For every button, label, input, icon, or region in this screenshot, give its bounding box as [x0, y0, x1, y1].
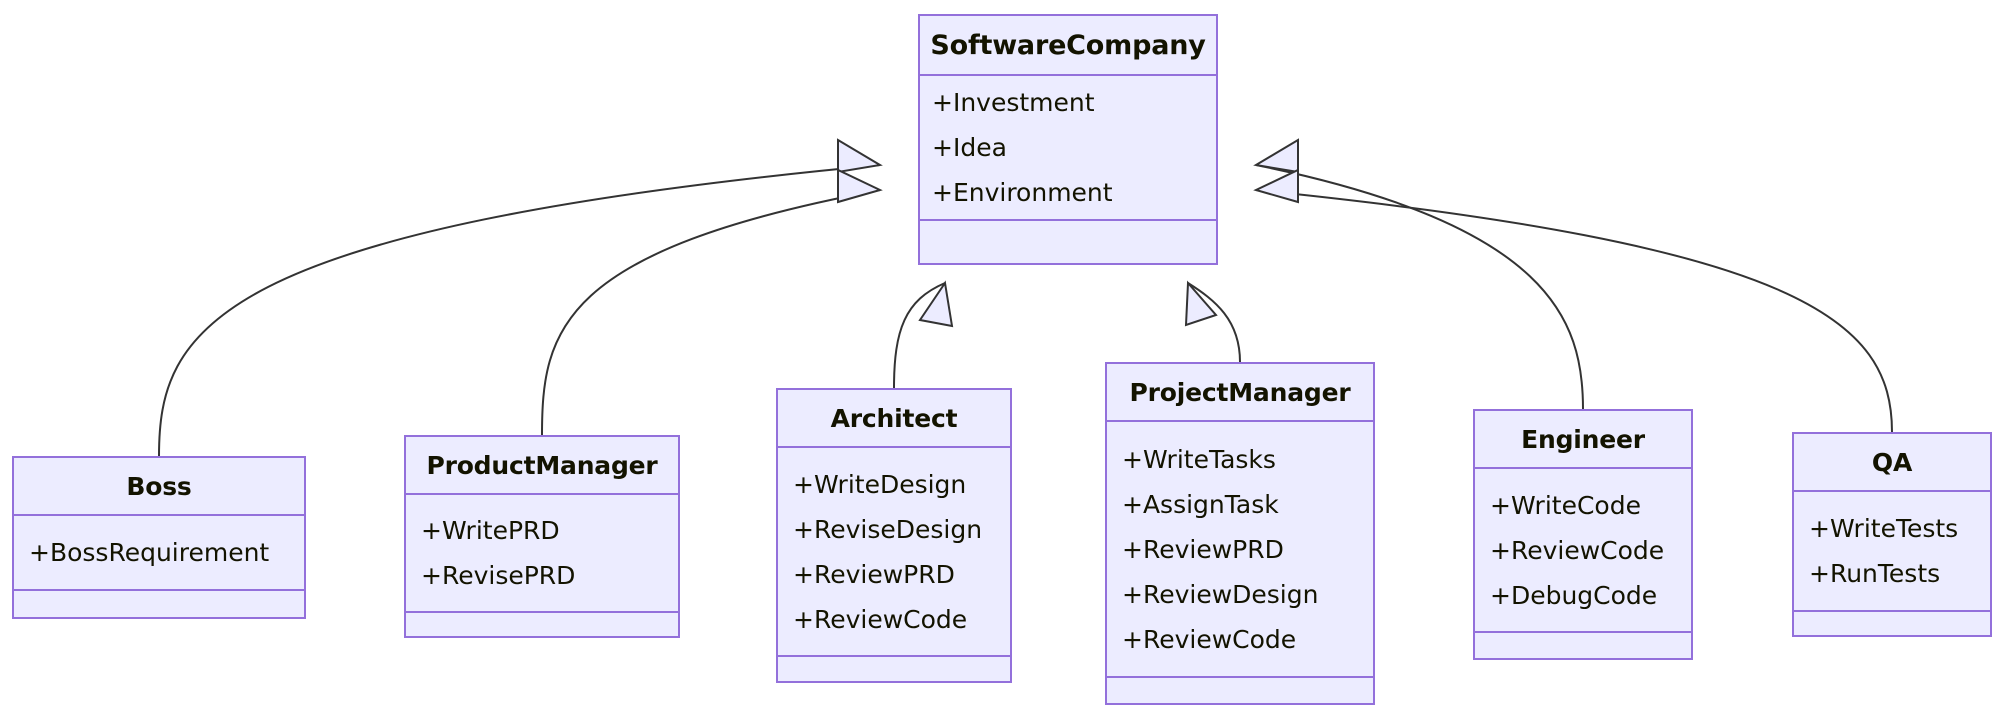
class-attribute: +RevisePRD [421, 561, 576, 590]
generalization-edge [158, 164, 881, 457]
inheritance-arrowhead-icon [1184, 280, 1218, 327]
class-attribute: +ReviewPRD [1122, 534, 1284, 564]
class-methods-project-manager [1107, 678, 1373, 703]
class-attribute: +RunTests [1809, 559, 1941, 588]
class-methods-engineer [1475, 633, 1691, 658]
class-attributes-software-company: +Investment +Idea +Environment [920, 76, 1216, 221]
class-methods-boss [14, 591, 304, 617]
class-name-qa: QA [1794, 434, 1990, 492]
class-methods-qa [1794, 612, 1990, 635]
class-name-engineer: Engineer [1475, 411, 1691, 469]
class-attributes-architect: +WriteDesign +ReviseDesign +ReviewPRD +Revi… [778, 448, 1010, 657]
inheritance-arrowhead-icon [1253, 168, 1299, 204]
inheritance-arrowhead-icon [837, 138, 883, 174]
class-name-boss: Boss [14, 458, 304, 516]
generalization-edge [1187, 282, 1241, 363]
inheritance-arrowhead-icon [1253, 138, 1299, 174]
class-methods-software-company [920, 221, 1216, 263]
class-methods-product-manager [406, 613, 678, 636]
class-attribute: +BossRequirement [29, 538, 270, 567]
class-attribute: +ReviewCode [1122, 624, 1297, 654]
class-attribute: +WriteTasks [1122, 444, 1276, 474]
class-attribute: +ReviewPRD [793, 559, 955, 589]
class-attribute: +Idea [932, 133, 1007, 162]
generalization-edge [893, 282, 946, 389]
inheritance-arrowhead-icon [837, 168, 883, 204]
class-attribute: +DebugCode [1490, 580, 1658, 610]
uml-class-engineer[interactable]: Engineer +WriteCode +ReviewCode +DebugCode [1473, 409, 1693, 660]
class-attributes-product-manager: +WritePRD +RevisePRD [406, 495, 678, 613]
class-methods-architect [778, 657, 1010, 681]
class-attribute: +ReviewCode [1490, 535, 1665, 565]
class-attribute: +Investment [932, 88, 1095, 117]
class-attribute: +Environment [932, 178, 1113, 207]
uml-class-qa[interactable]: QA +WriteTests +RunTests [1792, 432, 1992, 637]
class-attribute: +ReviewDesign [1122, 579, 1319, 609]
class-attributes-boss: +BossRequirement [14, 516, 304, 591]
uml-class-product-manager[interactable]: ProductManager +WritePRD +RevisePRD [404, 435, 680, 638]
uml-class-boss[interactable]: Boss +BossRequirement [12, 456, 306, 619]
class-attribute: +WriteTests [1809, 514, 1959, 543]
class-attribute: +ReviseDesign [793, 514, 983, 544]
class-name-project-manager: ProjectManager [1107, 364, 1373, 422]
class-attributes-qa: +WriteTests +RunTests [1794, 492, 1990, 612]
class-attributes-engineer: +WriteCode +ReviewCode +DebugCode [1475, 469, 1691, 633]
class-name-software-company: SoftwareCompany [920, 16, 1216, 76]
class-attribute: +AssignTask [1122, 489, 1279, 519]
uml-class-architect[interactable]: Architect +WriteDesign +ReviseDesign +Revie… [776, 388, 1012, 683]
class-attribute: +WritePRD [421, 516, 560, 545]
class-attribute: +WriteDesign [793, 469, 967, 499]
uml-class-project-manager[interactable]: ProjectManager +WriteTasks +AssignTask +Rev… [1105, 362, 1375, 705]
class-attribute: +ReviewCode [793, 604, 968, 634]
uml-class-software-company[interactable]: SoftwareCompany +Investment +Idea +Environm… [918, 14, 1218, 265]
inheritance-arrowhead-icon [918, 280, 954, 328]
class-name-product-manager: ProductManager [406, 437, 678, 495]
class-attribute: +WriteCode [1490, 490, 1641, 520]
class-attributes-project-manager: +WriteTasks +AssignTask +ReviewPRD +ReviewD… [1107, 422, 1373, 678]
class-name-architect: Architect [778, 390, 1010, 448]
